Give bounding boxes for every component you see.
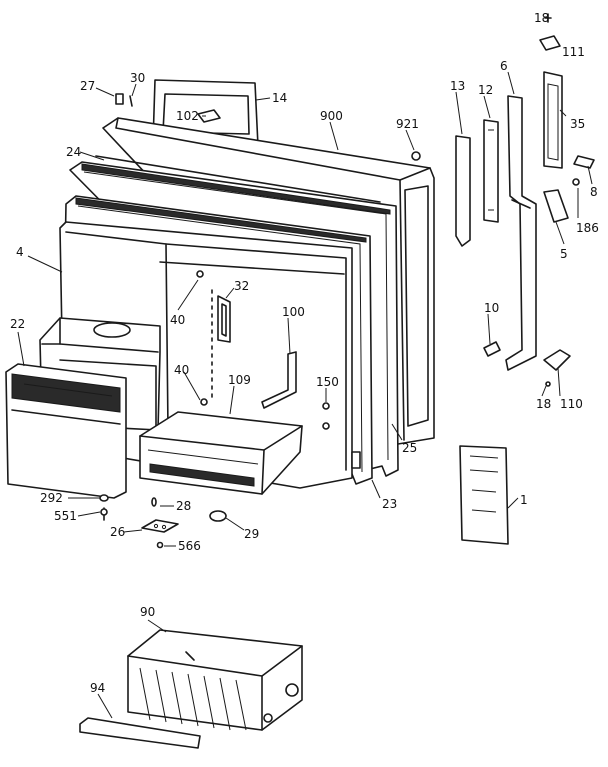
callout-94: 94 [90, 681, 105, 695]
callout-6: 6 [500, 59, 508, 73]
callout-40-upper: 40 [170, 313, 185, 327]
callout-32: 32 [234, 279, 249, 293]
callout-18: 18 [534, 11, 549, 25]
callout-35: 35 [570, 117, 585, 131]
callout-921: 921 [396, 117, 419, 131]
hinge-parts [483, 13, 595, 387]
callout-30: 30 [130, 71, 145, 85]
callout-labels: 18 111 27 30 14 102 900 921 13 12 6 35 8… [10, 11, 599, 695]
callout-102: 102 [176, 109, 199, 123]
callout-10: 10 [484, 301, 499, 315]
callout-25: 25 [402, 441, 417, 455]
callout-551: 551 [54, 509, 77, 523]
callout-18-lower: 18 [536, 397, 551, 411]
callout-292: 292 [40, 491, 63, 505]
callout-28: 28 [176, 499, 191, 513]
brackets [217, 295, 330, 410]
callout-27: 27 [80, 79, 95, 93]
callout-900: 900 [320, 109, 343, 123]
callout-23: 23 [382, 497, 397, 511]
leader-lines [17, 71, 593, 719]
base-grille-90 [127, 629, 303, 731]
callout-5: 5 [560, 247, 568, 261]
door-rails [455, 71, 563, 371]
callout-150: 150 [316, 375, 339, 389]
callout-14: 14 [272, 91, 287, 105]
callout-566: 566 [178, 539, 201, 553]
crisper-drawer-109 [139, 411, 303, 495]
callout-24: 24 [66, 145, 81, 159]
small-parts [99, 93, 227, 549]
callout-40-lower: 40 [174, 363, 189, 377]
callout-12: 12 [478, 83, 493, 97]
callout-8: 8 [590, 185, 598, 199]
freezer-door-22 [5, 363, 127, 499]
callout-4: 4 [16, 245, 24, 259]
callout-29: 29 [244, 527, 259, 541]
callout-90: 90 [140, 605, 155, 619]
callout-109: 109 [228, 373, 251, 387]
callout-100: 100 [282, 305, 305, 319]
callout-13: 13 [450, 79, 465, 93]
callout-186: 186 [576, 221, 599, 235]
callout-111: 111 [562, 45, 585, 59]
callout-110: 110 [560, 397, 583, 411]
callout-1: 1 [520, 493, 528, 507]
callout-22: 22 [10, 317, 25, 331]
owners-manual-1 [459, 445, 509, 545]
base-grille-strip-94 [79, 717, 201, 749]
callout-26: 26 [110, 525, 125, 539]
